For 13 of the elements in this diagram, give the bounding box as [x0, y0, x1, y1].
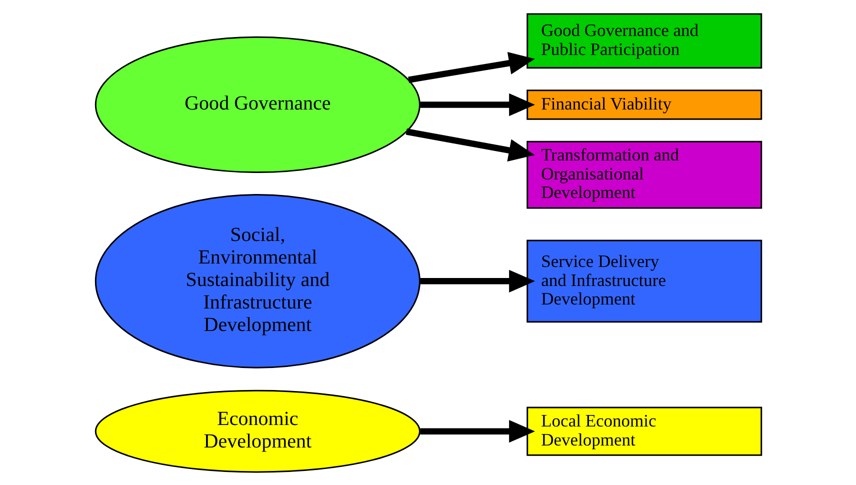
- arrow: [420, 269, 535, 292]
- arrow: [405, 128, 534, 162]
- node-box: Local Economic Development: [526, 406, 762, 456]
- node-box: Transformation and Organisational Development: [526, 140, 762, 208]
- arrow: [408, 51, 534, 82]
- arrow: [420, 419, 535, 442]
- node-ellipse: Good Governance: [94, 36, 420, 173]
- node-box: Financial Viability: [526, 89, 762, 120]
- node-ellipse: Economic Development: [94, 389, 420, 472]
- arrow: [420, 92, 535, 116]
- node-box: Service Delivery and Infrastructure Development: [526, 239, 762, 322]
- node-ellipse: Social, Environmental Sustainability and Infrastructure Development: [94, 193, 420, 368]
- node-box: Good Governance and Public Participation: [526, 12, 762, 68]
